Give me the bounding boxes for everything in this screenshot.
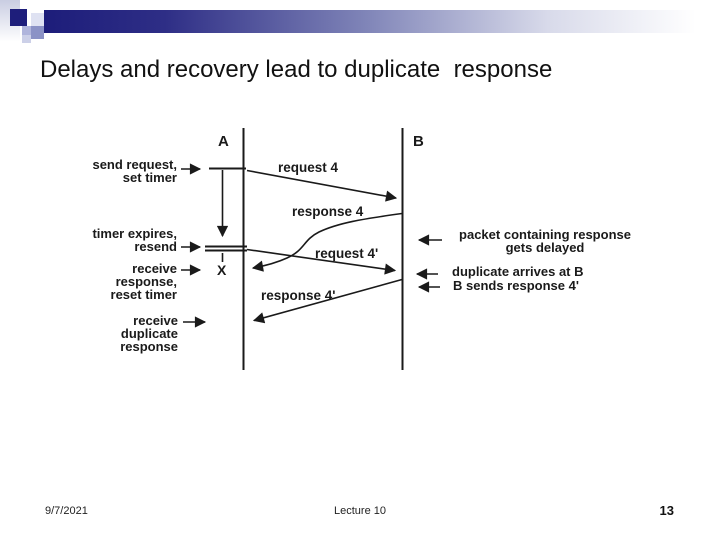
annotation-packet-delayed: packet containing response gets delayed bbox=[459, 227, 631, 255]
timeline-b-label: B bbox=[413, 133, 424, 150]
annotation-timer-expires: timer expires, resend bbox=[92, 226, 177, 254]
message-label-response4prime: response 4' bbox=[261, 288, 336, 303]
annotation-receive-duplicate: receive duplicate response bbox=[120, 313, 178, 354]
timeline-a-label: A bbox=[218, 133, 229, 150]
message-label-response4: response 4 bbox=[292, 204, 364, 219]
header-square-pale2 bbox=[22, 35, 31, 43]
header-square-medium bbox=[22, 26, 31, 35]
annotation-send-request: send request, set timer bbox=[92, 157, 177, 185]
timer-cancel-x-mark: X bbox=[217, 262, 227, 278]
slide-title: Delays and recovery lead to duplicate re… bbox=[40, 56, 553, 83]
request4prime-arrow bbox=[246, 248, 397, 275]
message-label-request4prime: request 4' bbox=[315, 246, 379, 261]
header-square-pale bbox=[31, 13, 44, 26]
page-number: 13 bbox=[659, 503, 674, 518]
footer-lecture-label: Lecture 10 bbox=[334, 505, 386, 517]
request4-arrow bbox=[246, 169, 398, 202]
message-label-request4: request 4 bbox=[278, 160, 339, 175]
annotation-duplicate-arrives: duplicate arrives at B bbox=[452, 264, 584, 279]
annotation-receive-response: receive response, reset timer bbox=[110, 261, 177, 302]
header-square-navy bbox=[10, 9, 27, 26]
response4-delayed-curve-arrow bbox=[251, 212, 403, 272]
header-gradient-bar bbox=[44, 10, 716, 33]
footer-date: 9/7/2021 bbox=[45, 505, 88, 517]
response4prime-arrow bbox=[252, 278, 403, 324]
annotation-b-sends-response: B sends response 4' bbox=[453, 278, 579, 293]
header-square-medium2 bbox=[31, 26, 44, 39]
